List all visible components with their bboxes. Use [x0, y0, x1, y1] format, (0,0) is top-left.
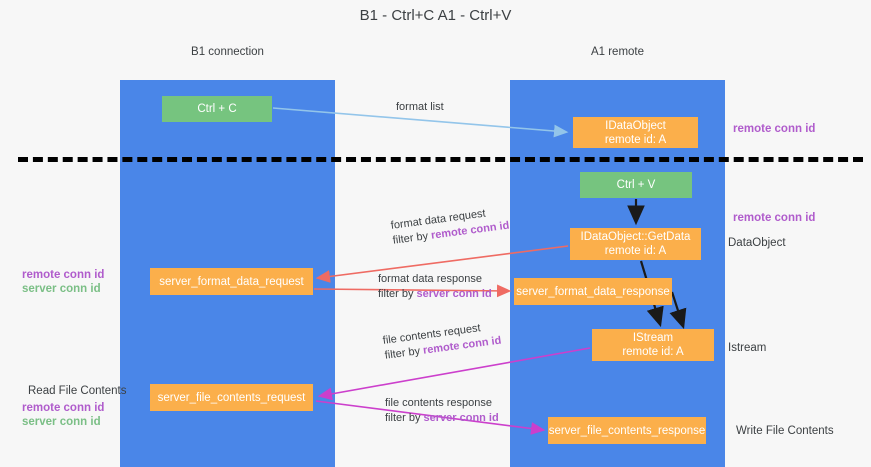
annotation-istream: Istream — [728, 342, 767, 354]
node-istream[interactable]: IStream remote id: A — [592, 329, 714, 361]
filter-prefix: filter by — [392, 229, 432, 247]
node-idataobject-getdata[interactable]: IDataObject::GetData remote id: A — [570, 228, 701, 260]
edge-label-format-list-text: format list — [396, 101, 444, 113]
edge-label-format-list: format list — [396, 100, 444, 115]
filter-prefix: filter by — [385, 412, 424, 424]
node-idataobject[interactable]: IDataObject remote id: A — [573, 117, 698, 148]
edge-label-file-contents-response-filter: filter by server conn id — [385, 411, 499, 426]
node-ctrl-v[interactable]: Ctrl + V — [580, 172, 692, 198]
filter-prefix: filter by — [378, 288, 417, 300]
annotation-remote-conn-id-left-1: remote conn id — [22, 269, 105, 281]
edge-label-file-contents-request: file contents request filter by remote c… — [382, 319, 502, 364]
annotation-read-file-contents: Read File Contents — [28, 385, 127, 397]
edge-label-file-contents-response-text: file contents response — [385, 397, 493, 409]
swimlane-header-a1: A1 remote — [590, 46, 645, 58]
annotation-remote-conn-id-mid: remote conn id — [733, 212, 816, 224]
edge-label-format-data-response-filter: filter by server conn id — [378, 287, 492, 302]
node-server-format-data-request[interactable]: server_format_data_request — [150, 268, 313, 295]
edge-label-format-data-request: format data request filter by remote con… — [390, 204, 510, 249]
node-server-format-data-response[interactable]: server_format_data_response — [514, 278, 672, 305]
annotation-remote-conn-id-top: remote conn id — [733, 123, 816, 135]
edge-label-format-data-response: format data response filter by server co… — [378, 272, 492, 302]
filter-key-server-conn-id: server conn id — [423, 412, 499, 424]
annotation-server-conn-id-left-1: server conn id — [22, 283, 101, 295]
node-server-file-contents-response[interactable]: server_file_contents_response — [548, 417, 706, 444]
filter-key-server-conn-id: server conn id — [416, 288, 492, 300]
annotation-dataobject: DataObject — [728, 237, 786, 249]
annotation-server-conn-id-left-2: server conn id — [22, 416, 101, 428]
swimlane-header-b1: B1 connection — [191, 46, 264, 58]
annotation-write-file-contents: Write File Contents — [736, 425, 834, 437]
edge-label-file-contents-response: file contents response filter by server … — [385, 396, 499, 426]
edge-label-format-data-response-text: format data response — [378, 273, 482, 285]
annotation-left-conn-ids-1: remote conn id server conn id — [22, 268, 104, 296]
diagram-title: B1 - Ctrl+C A1 - Ctrl+V — [359, 7, 512, 24]
node-server-file-contents-request[interactable]: server_file_contents_request — [150, 384, 313, 411]
annotation-left-conn-ids-2: remote conn id server conn id — [22, 401, 104, 429]
annotation-remote-conn-id-left-2: remote conn id — [22, 402, 105, 414]
phase-divider — [18, 157, 863, 162]
node-ctrl-c[interactable]: Ctrl + C — [162, 96, 272, 122]
filter-prefix: filter by — [384, 344, 424, 362]
